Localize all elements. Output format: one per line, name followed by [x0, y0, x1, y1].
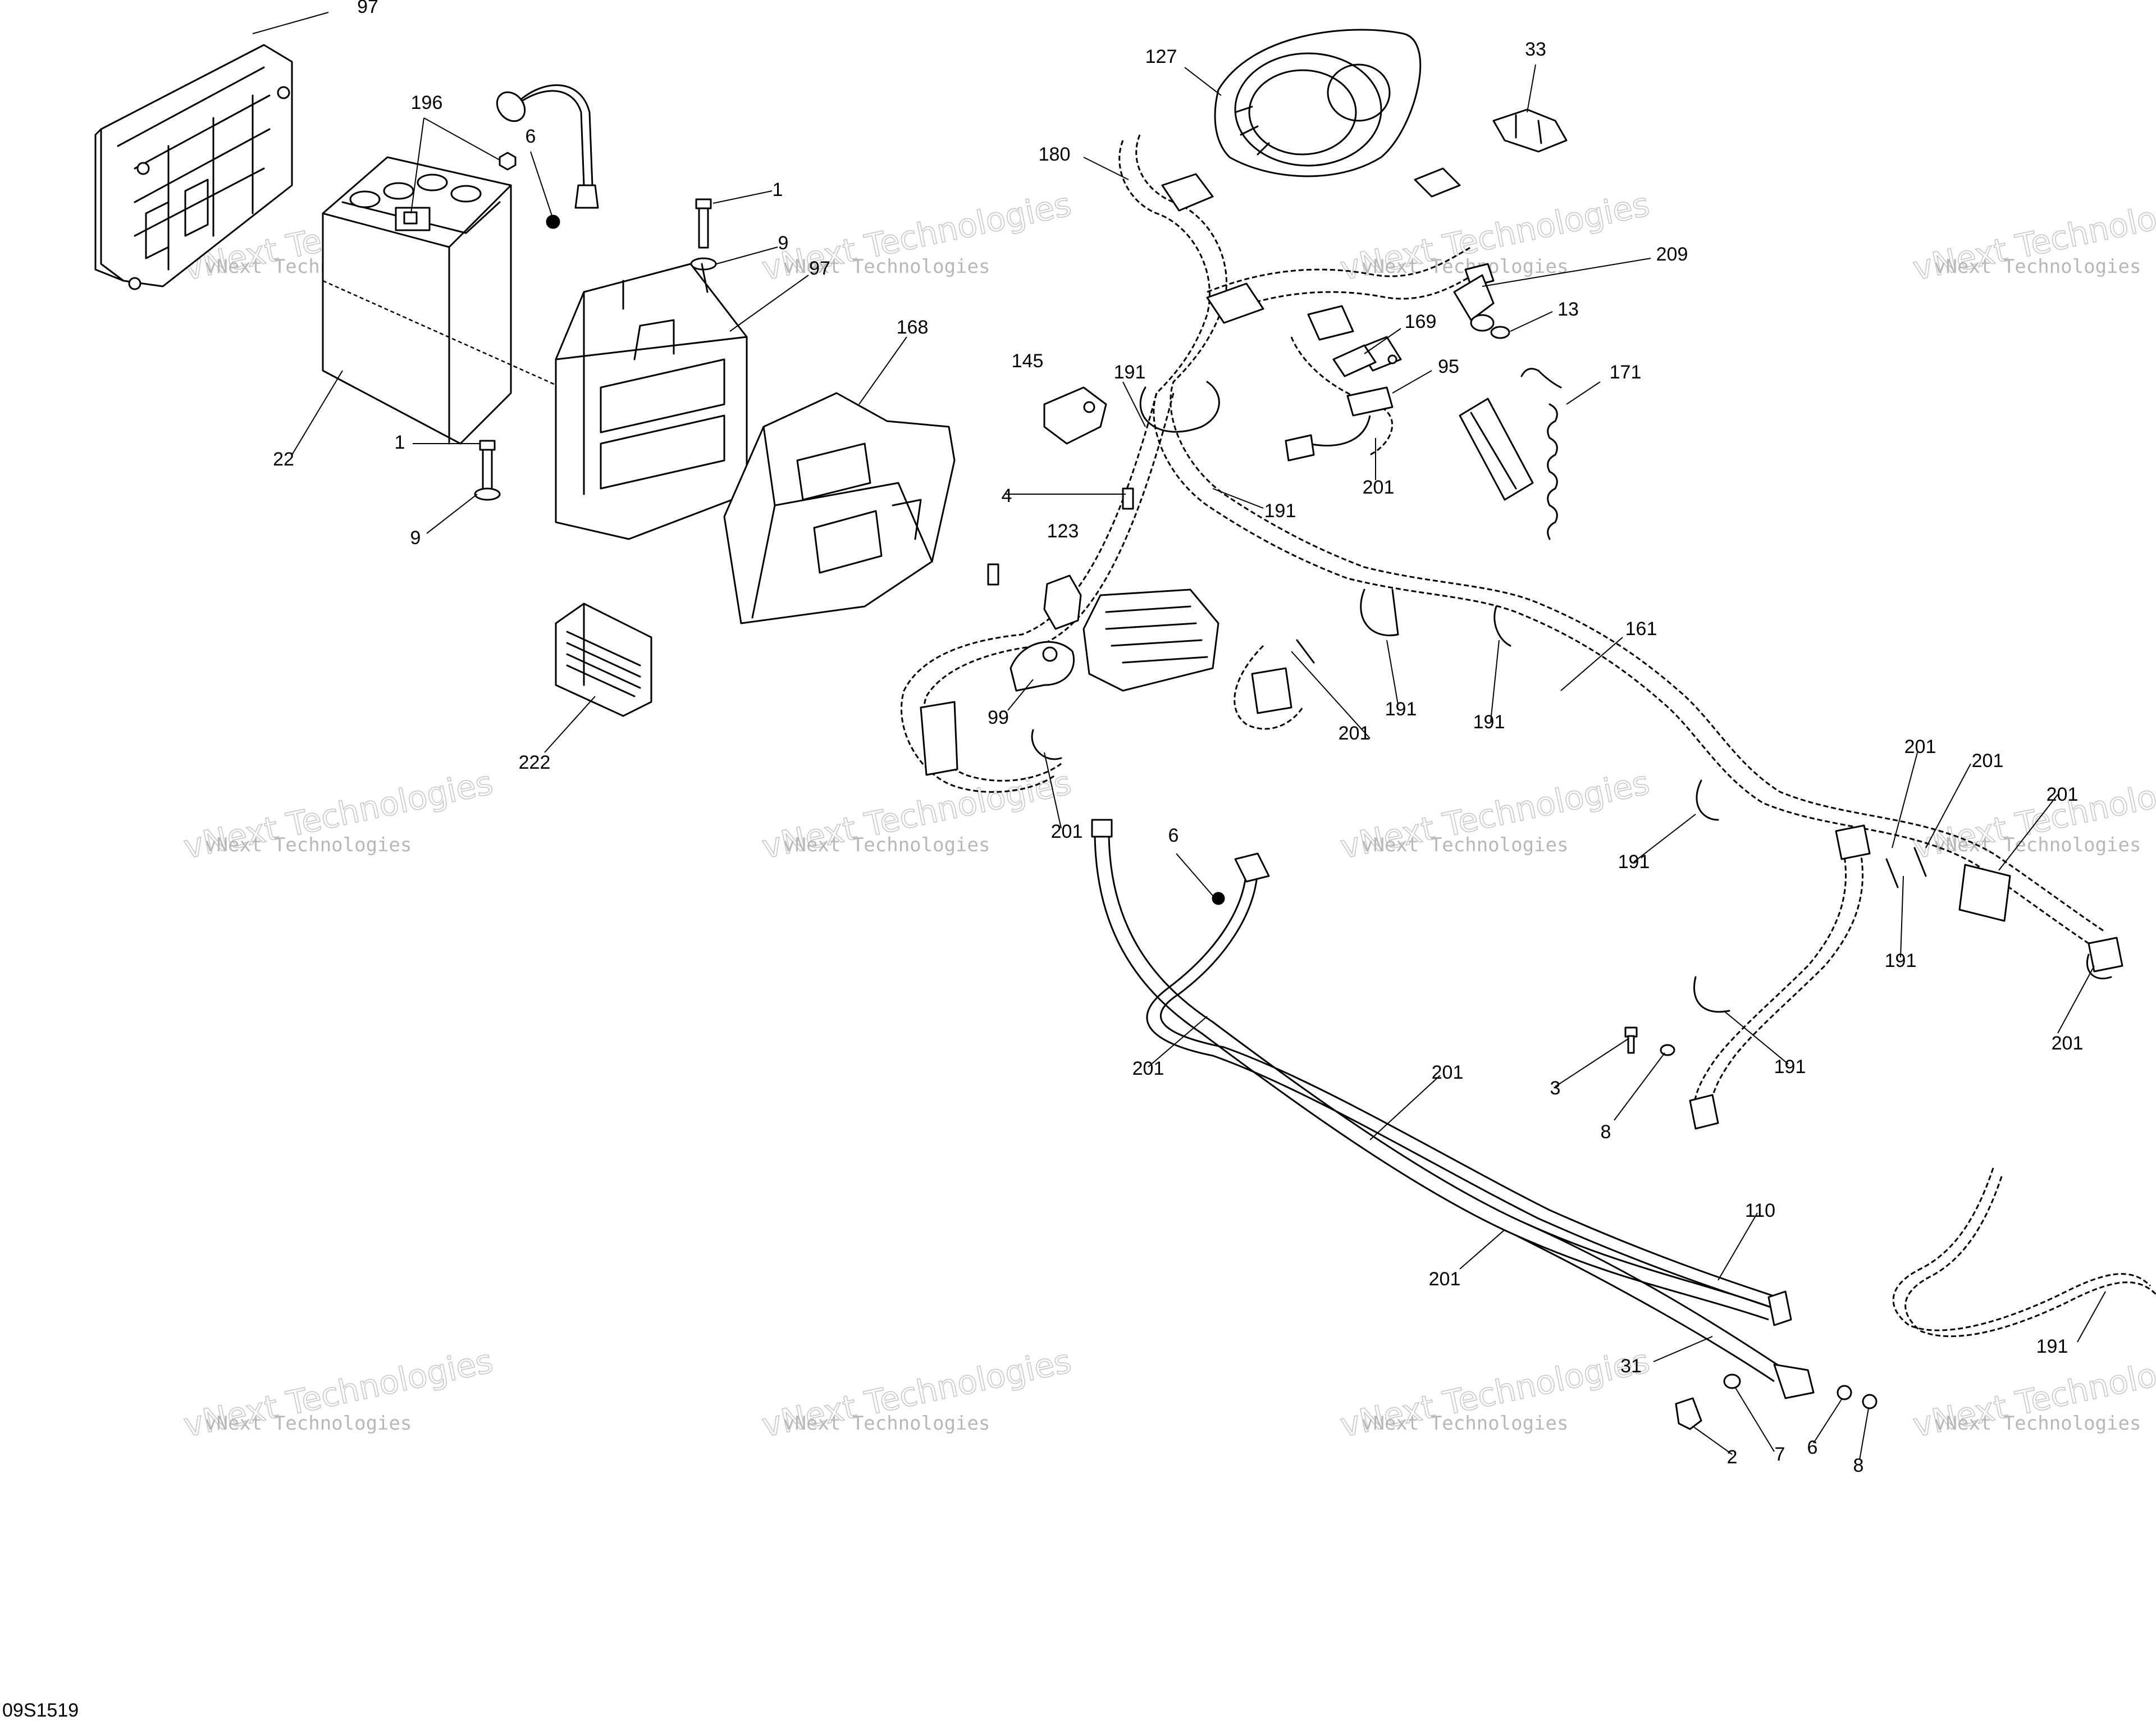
battery-cables: [1091, 819, 1815, 1399]
callout-201: 201: [1429, 1268, 1461, 1290]
sensor-209: [1453, 274, 1495, 332]
callout-127: 127: [1145, 46, 1177, 67]
callout-191: 191: [1264, 500, 1296, 522]
callout-169: 169: [1405, 311, 1437, 332]
callout-7: 7: [1775, 1444, 1785, 1465]
callout-2: 2: [1727, 1446, 1738, 1468]
battery-holder-front: [555, 263, 748, 540]
watermark: vNext Technologies: [783, 255, 990, 278]
callout-99: 99: [988, 707, 1009, 728]
fuse-box: [1082, 588, 1219, 692]
battery-cable-positive: [496, 84, 599, 229]
harness-connectors: [920, 167, 2123, 1130]
callout-95: 95: [1438, 356, 1459, 377]
callout-201: 201: [1972, 750, 2004, 772]
washer-8: [1862, 1394, 1878, 1409]
battery-tray-rear: [94, 44, 293, 290]
callout-97: 97: [809, 258, 830, 279]
gauge-cluster: [1214, 29, 1422, 177]
nut-6: [1837, 1385, 1852, 1400]
callout-9: 9: [410, 527, 421, 549]
watermark: vNext Technologies: [205, 1412, 412, 1435]
callout-171: 171: [1610, 362, 1642, 383]
callout-191: 191: [1114, 362, 1146, 383]
callout-31: 31: [1620, 1356, 1642, 1377]
callout-22: 22: [273, 449, 294, 470]
nut-7: [1723, 1373, 1741, 1389]
callout-201: 201: [1132, 1058, 1164, 1079]
callout-33: 33: [1525, 39, 1546, 60]
connector-145: [1043, 386, 1107, 445]
callout-201: 201: [1432, 1062, 1464, 1083]
callout-191: 191: [1385, 699, 1417, 720]
callout-13: 13: [1557, 299, 1579, 320]
callout-9: 9: [778, 232, 789, 254]
bolt-2: [1675, 1397, 1702, 1430]
callout-4: 4: [1002, 485, 1012, 506]
callout-191: 191: [1473, 711, 1505, 733]
callout-191: 191: [1885, 950, 1917, 971]
mounting-bracket: [723, 392, 956, 624]
callout-145: 145: [1012, 350, 1044, 372]
callout-201: 201: [1339, 723, 1371, 744]
diagram-code: 09S1519: [2, 1700, 79, 1721]
relay-123: [1043, 574, 1082, 630]
callout-161: 161: [1625, 618, 1657, 640]
callout-3: 3: [1550, 1078, 1561, 1099]
callout-168: 168: [897, 317, 929, 338]
bolt-washer-set: [474, 198, 717, 501]
safety-lanyard: [1459, 368, 1562, 540]
watermark: vNext Technologies: [205, 834, 412, 856]
bolt-3: [1624, 1026, 1675, 1056]
callout-201: 201: [1904, 736, 1936, 757]
watermark: vNext Technologies: [1362, 1412, 1568, 1435]
watermark: vNext Technologies: [783, 1412, 990, 1435]
callout-180: 180: [1039, 144, 1071, 165]
callout-8: 8: [1853, 1455, 1864, 1476]
callout-196: 196: [411, 92, 443, 113]
callout-1: 1: [773, 179, 783, 200]
callout-1: 1: [395, 432, 405, 453]
main-wiring-harness: [901, 134, 2156, 1338]
callout-6: 6: [526, 126, 536, 147]
callout-110: 110: [1745, 1200, 1775, 1221]
sensor-33: [1492, 108, 1568, 153]
watermark: vNext Technologies: [1934, 255, 2141, 278]
callout-201: 201: [2052, 1033, 2084, 1054]
callout-191: 191: [1618, 851, 1650, 873]
callout-6: 6: [1168, 825, 1179, 846]
o-ring: [1490, 326, 1510, 339]
callout-191: 191: [2036, 1336, 2068, 1357]
callout-191: 191: [1774, 1056, 1806, 1078]
battery: [322, 156, 562, 445]
watermark: vNext Technologies: [1934, 834, 2141, 856]
callout-222: 222: [519, 752, 551, 773]
watermark: vNext Technologies: [1362, 255, 1568, 278]
callout-201: 201: [1363, 477, 1395, 498]
switch-95: [1285, 386, 1394, 462]
callout-labels: 97 196 6 22 1 9 1 9 97 168 222 127 33 18…: [273, 0, 2083, 1476]
watermark: vNext Technologies: [783, 834, 990, 856]
harness-clamps: [1031, 381, 2112, 1013]
callout-8: 8: [1601, 1121, 1611, 1143]
callout-97: 97: [357, 0, 378, 17]
watermark: vNext Technologies: [1362, 834, 1568, 856]
battery-terminal-nuts: [403, 152, 517, 225]
leader-lines: [252, 12, 2106, 1461]
voltage-regulator: [555, 603, 652, 717]
watermark: vNext Technologies: [1934, 1412, 2141, 1435]
sensor-99: [1010, 641, 1075, 692]
callout-209: 209: [1656, 244, 1688, 265]
callout-123: 123: [1047, 521, 1079, 542]
callout-6: 6: [1807, 1437, 1818, 1458]
callout-201: 201: [2047, 784, 2079, 805]
callout-201: 201: [1051, 821, 1083, 842]
